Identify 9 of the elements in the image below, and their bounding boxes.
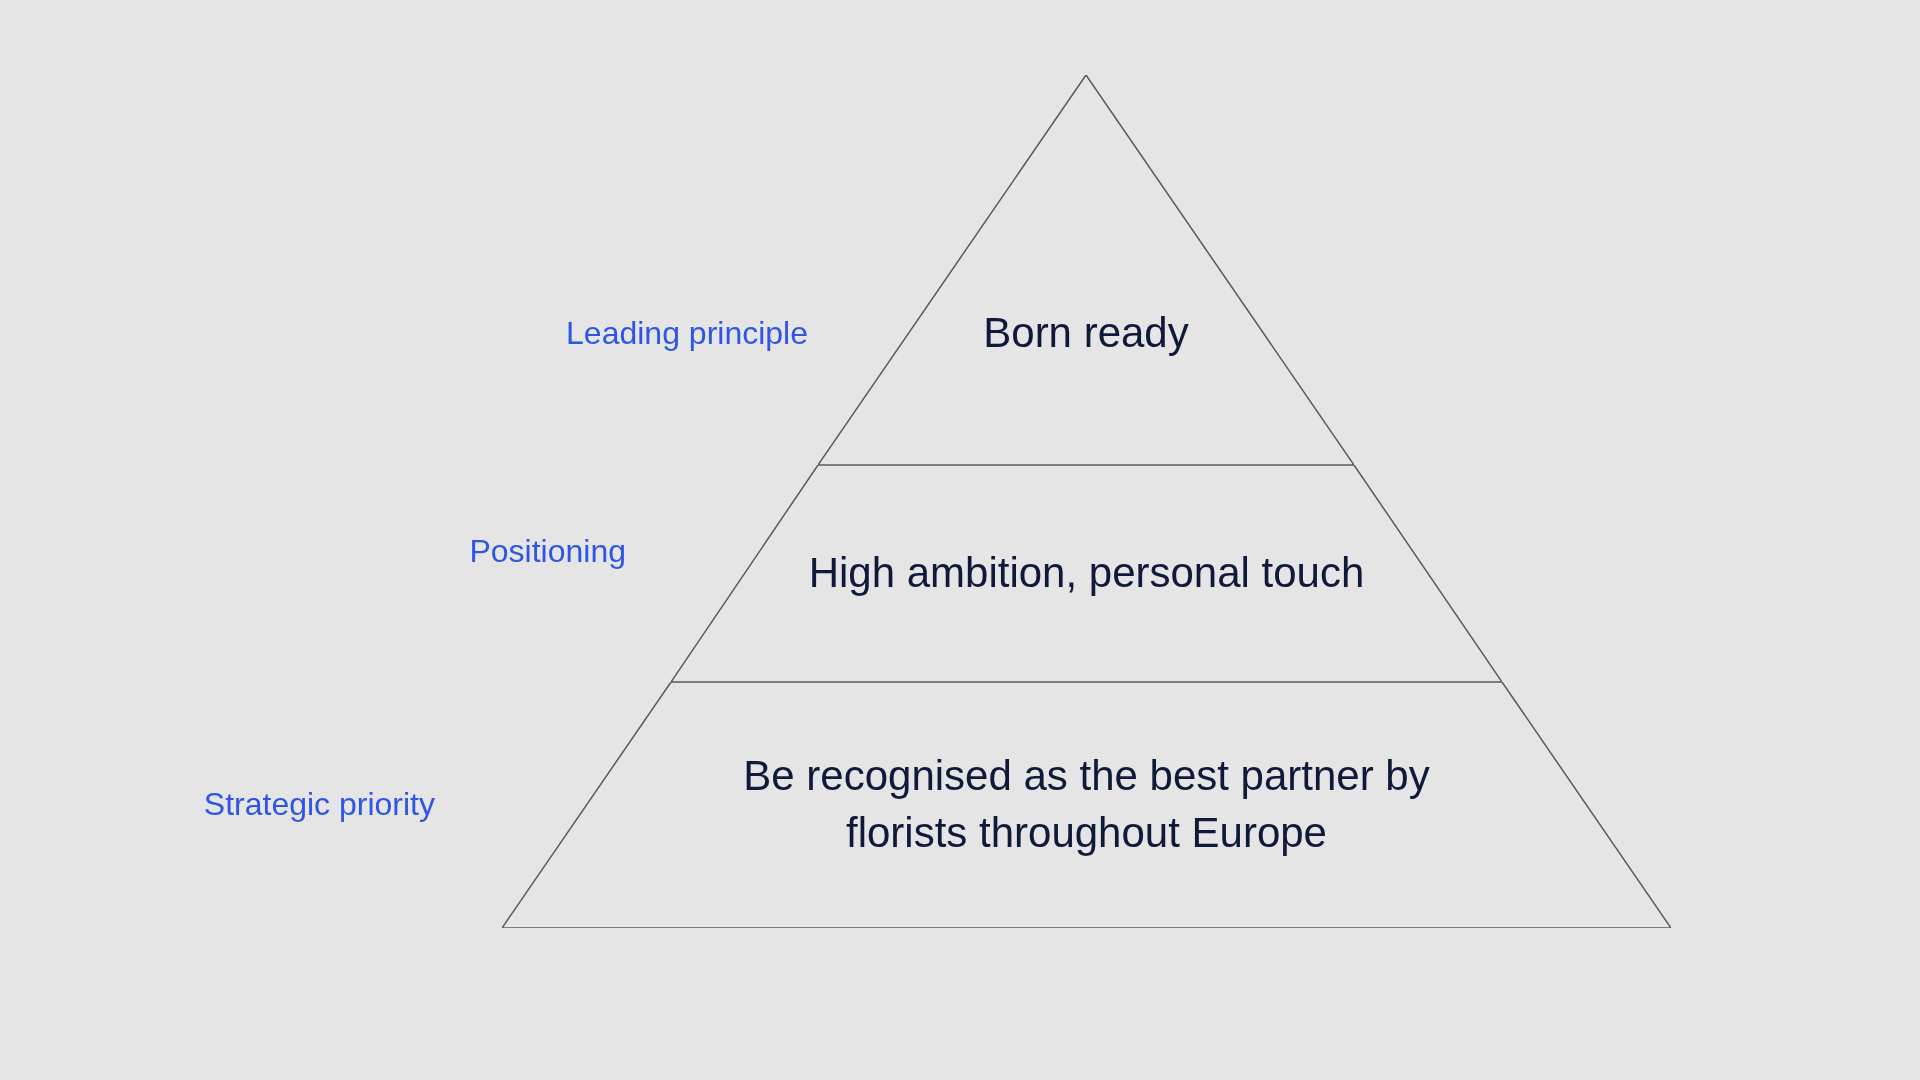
pyramid-tier	[671, 465, 1502, 682]
tier-label: Strategic priority	[203, 785, 435, 824]
tier-text: High ambition, personal touch	[808, 548, 1365, 599]
pyramid-tier	[502, 682, 1671, 928]
tier-text: Be recognised as the best partner by florists throughout Europe	[742, 751, 1431, 858]
tier-text: Born ready	[983, 307, 1189, 358]
pyramid-tier	[818, 75, 1354, 465]
tier-label: Leading principle	[566, 314, 808, 353]
tier-label: Positioning	[469, 532, 626, 571]
